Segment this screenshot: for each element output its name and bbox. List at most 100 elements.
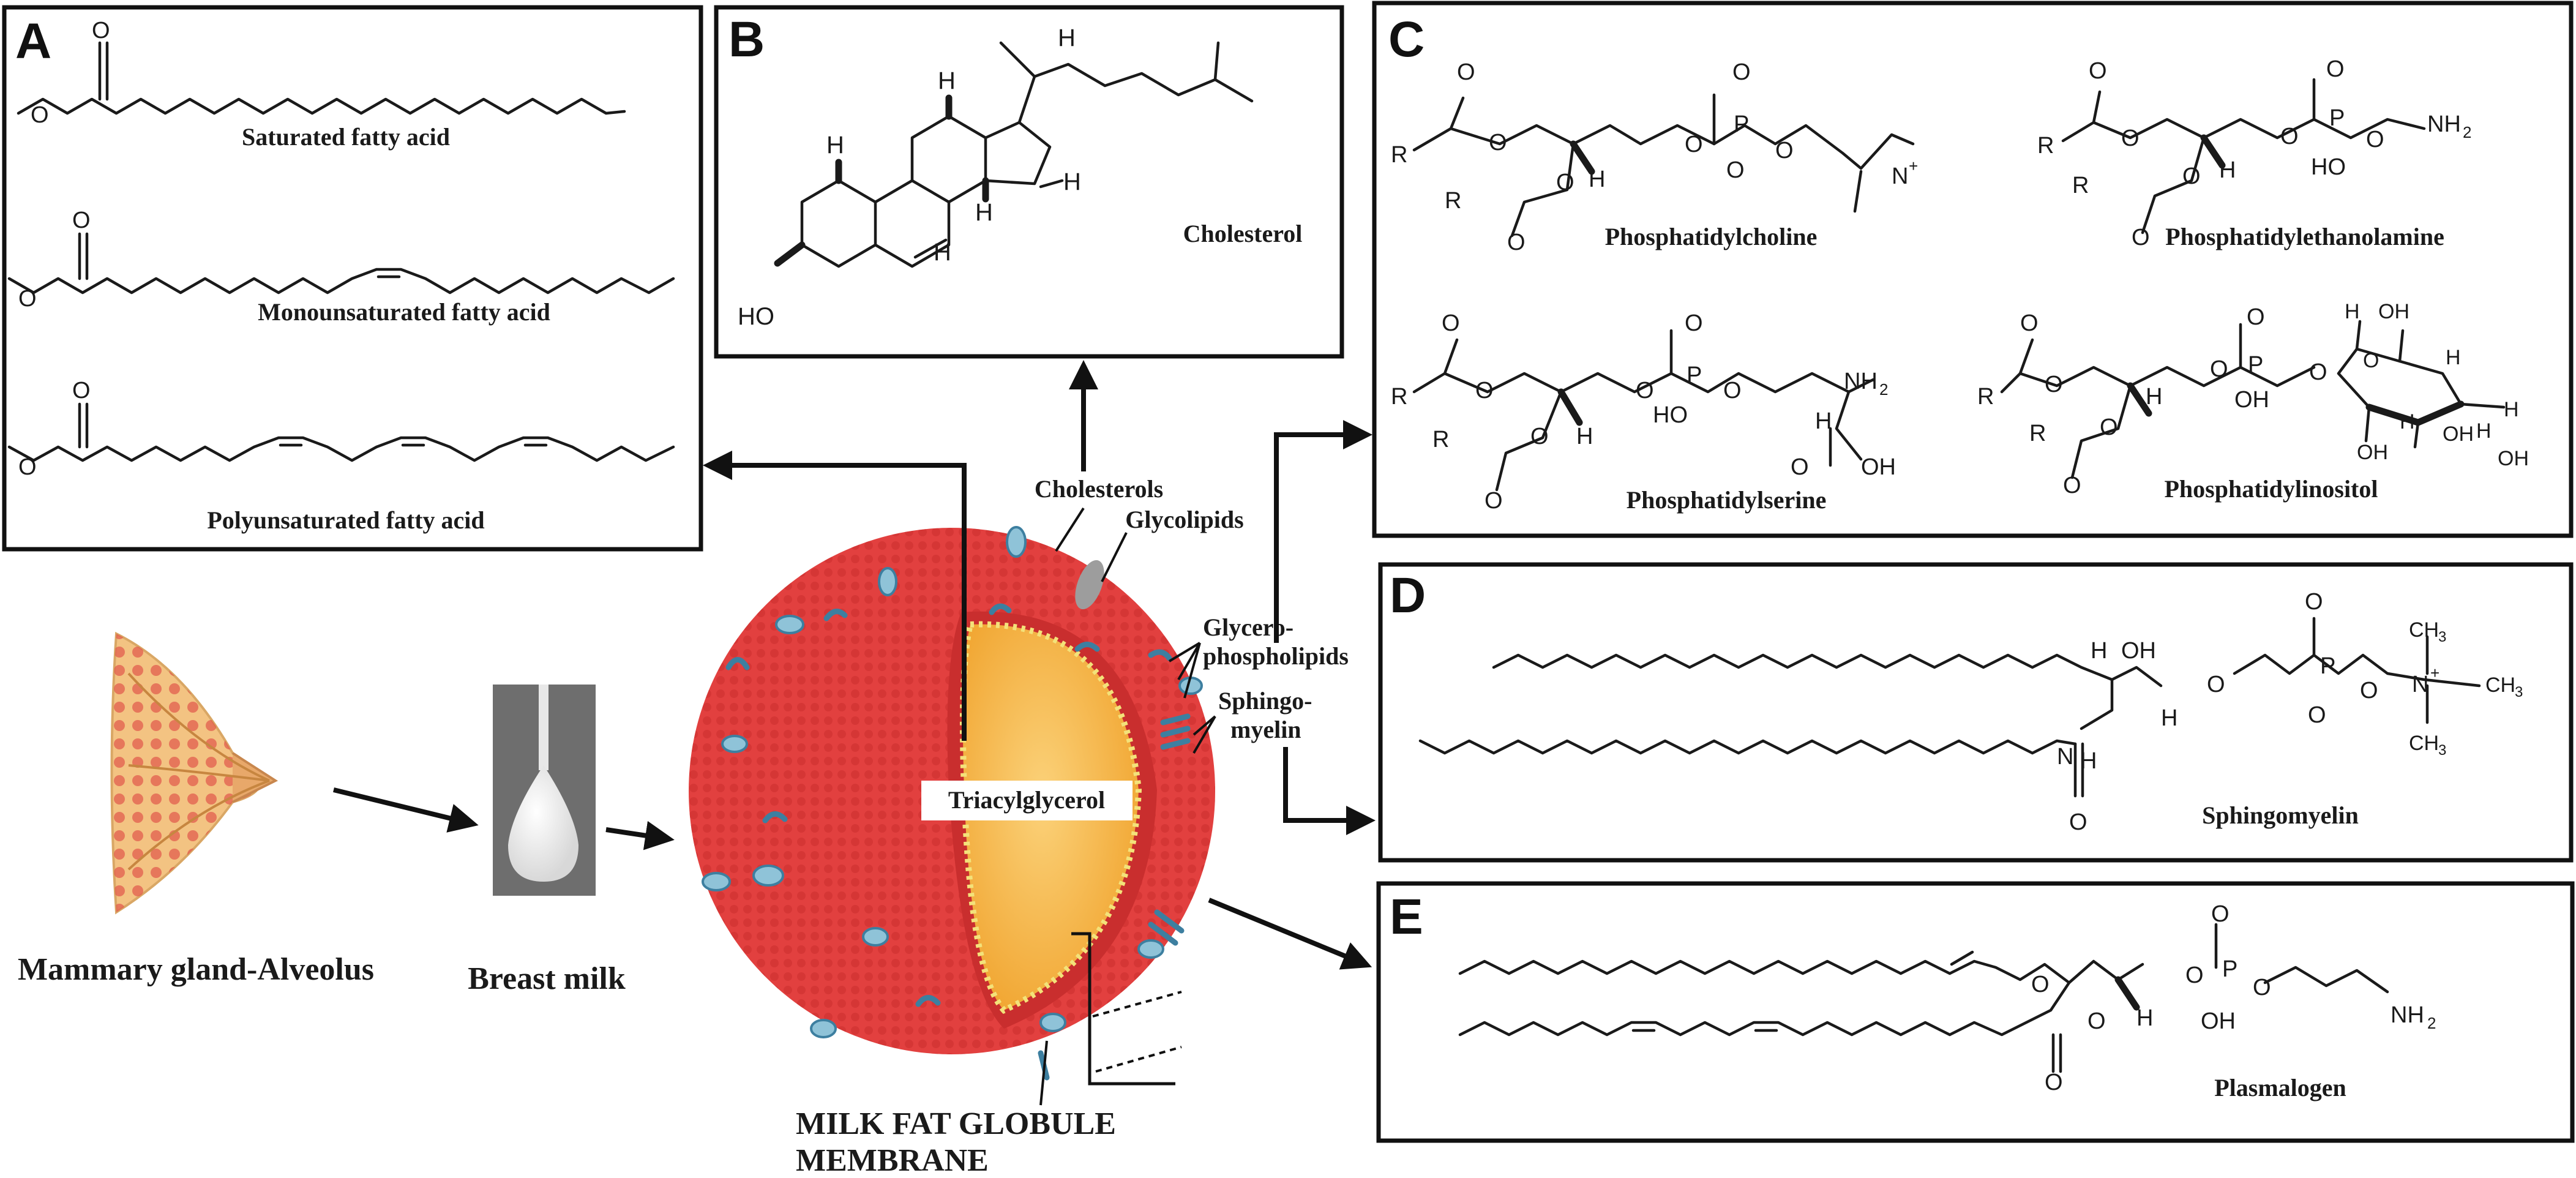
- svg-text:O: O: [2211, 901, 2230, 927]
- sphingomyelin-structure: [1418, 617, 2481, 798]
- svg-text:OH: OH: [2378, 300, 2409, 323]
- svg-text:O: O: [1530, 424, 1549, 449]
- svg-text:O: O: [2309, 359, 2327, 385]
- svg-text:O: O: [2207, 672, 2225, 697]
- svg-text:P: P: [2329, 105, 2345, 131]
- svg-text:R: R: [2072, 173, 2089, 198]
- svg-text:NH: NH: [1844, 369, 1878, 394]
- phosphatidylserine-structure: [1412, 329, 1875, 492]
- svg-text:H: H: [934, 239, 951, 266]
- svg-text:O: O: [1723, 378, 1742, 403]
- svg-text:H: H: [2476, 419, 2492, 443]
- arrow-to-panel-d: [1283, 747, 1376, 835]
- svg-text:R: R: [1977, 384, 1994, 410]
- cholesterol-structure: [774, 41, 1254, 268]
- arrow-to-panel-c: [1274, 420, 1372, 643]
- svg-text:3: 3: [2438, 629, 2446, 645]
- svg-text:O: O: [2360, 678, 2378, 703]
- svg-text:O: O: [2326, 56, 2345, 82]
- svg-text:H: H: [1815, 408, 1832, 434]
- phosphatidylcholine-structure: [1412, 93, 1915, 238]
- panel-d: D H OH H N H O O P O O O N + CH 3 CH 3 C…: [1378, 562, 2574, 863]
- pe-label: Phosphatidylethanolamine: [2165, 223, 2444, 250]
- sphingo-pointer: [1193, 715, 1216, 754]
- svg-text:O: O: [1685, 132, 1703, 157]
- svg-text:HO: HO: [1653, 402, 1688, 428]
- svg-text:H: H: [2345, 300, 2360, 323]
- saturated-label: Saturated fatty acid: [242, 123, 450, 151]
- svg-text:O: O: [2253, 975, 2271, 1000]
- svg-text:O: O: [2308, 702, 2326, 728]
- svg-text:O: O: [2045, 1070, 2063, 1095]
- svg-text:H: H: [2161, 705, 2177, 731]
- svg-text:O: O: [72, 378, 91, 403]
- svg-text:O: O: [2100, 415, 2118, 440]
- arrow-milk-to-globule: [605, 820, 675, 850]
- svg-text:N: N: [2412, 672, 2428, 697]
- svg-text:H: H: [1058, 24, 1076, 51]
- svg-text:H: H: [975, 199, 993, 226]
- svg-text:O: O: [2121, 126, 2140, 151]
- cholesterol-label: Cholesterol: [1183, 220, 1303, 247]
- ps-label: Phosphatidylserine: [1627, 486, 1827, 514]
- svg-text:O: O: [1732, 59, 1751, 85]
- milk-fat-globule: Triacylglycerol: [689, 526, 1215, 1086]
- svg-text:O: O: [2132, 225, 2150, 250]
- polyunsaturated-fatty-acid-structure: O O: [7, 378, 675, 480]
- pc-label: Phosphatidylcholine: [1605, 223, 1818, 250]
- panel-a: A O O Saturated fatty acid O O Monounsat…: [2, 5, 703, 552]
- membrane-label-2: MEMBRANE: [796, 1143, 989, 1178]
- svg-text:O: O: [1636, 378, 1654, 403]
- svg-text:O: O: [2020, 310, 2039, 336]
- svg-text:R: R: [1391, 142, 1407, 168]
- svg-text:R: R: [2037, 133, 2054, 159]
- plasmalogen-label: Plasmalogen: [2214, 1074, 2346, 1101]
- sphingomyelin-label: Sphingomyelin: [2202, 801, 2359, 829]
- svg-text:CH: CH: [2409, 618, 2439, 642]
- svg-text:OH: OH: [2357, 441, 2388, 464]
- sphingo-label-2: myelin: [1230, 716, 1301, 743]
- svg-text:P: P: [2222, 956, 2237, 982]
- panel-a-letter: A: [15, 13, 51, 69]
- svg-text:OH: OH: [2121, 638, 2156, 664]
- arrow-to-panel-e: [1208, 898, 1372, 970]
- svg-text:CH: CH: [2485, 673, 2515, 697]
- svg-text:OH: OH: [1861, 454, 1896, 480]
- panel-b: B H H H H H H HO Cholesterol: [714, 5, 1344, 359]
- svg-text:O: O: [2210, 356, 2228, 382]
- svg-text:P: P: [2248, 352, 2263, 378]
- svg-text:O: O: [1685, 310, 1703, 336]
- breast-milk-illustration: [493, 685, 596, 896]
- cholesterols-label: Cholesterols: [1035, 475, 1163, 503]
- svg-text:O: O: [72, 208, 91, 233]
- svg-text:OH: OH: [2498, 447, 2529, 470]
- svg-text:NH: NH: [2391, 1002, 2424, 1028]
- svg-text:P: P: [1734, 111, 1749, 137]
- pi-label: Phosphatidylinositol: [2164, 475, 2378, 503]
- glycolipids-label: Glycolipids: [1125, 506, 1243, 533]
- svg-text:O: O: [2305, 589, 2323, 615]
- glycero-label-2: phospholipids: [1203, 642, 1349, 670]
- svg-text:2: 2: [2427, 1014, 2436, 1032]
- panel-e: E O O O H O P O OH O NH 2 Plasmalogen: [1376, 881, 2575, 1143]
- svg-text:OH: OH: [2201, 1008, 2236, 1034]
- svg-text:P: P: [2320, 653, 2335, 679]
- glycero-pointer: [1168, 642, 1201, 699]
- panel-e-letter: E: [1390, 889, 1423, 945]
- svg-text:O: O: [31, 102, 49, 128]
- svg-text:H: H: [1063, 168, 1081, 195]
- svg-text:H: H: [2080, 748, 2097, 774]
- svg-text:O: O: [2247, 304, 2265, 330]
- svg-text:OH: OH: [2443, 422, 2474, 446]
- svg-text:H: H: [1576, 424, 1593, 449]
- svg-text:H: H: [2504, 398, 2519, 421]
- svg-text:H: H: [2446, 346, 2461, 369]
- glycero-label-1: Glycero-: [1203, 613, 1294, 641]
- svg-text:O: O: [2182, 163, 2201, 189]
- svg-text:H: H: [2219, 157, 2236, 183]
- svg-text:O: O: [1489, 130, 1507, 156]
- tag-label: Triacylglycerol: [948, 786, 1105, 814]
- svg-text:HO: HO: [2311, 154, 2346, 180]
- sphingo-label-1: Sphingo-: [1218, 687, 1312, 715]
